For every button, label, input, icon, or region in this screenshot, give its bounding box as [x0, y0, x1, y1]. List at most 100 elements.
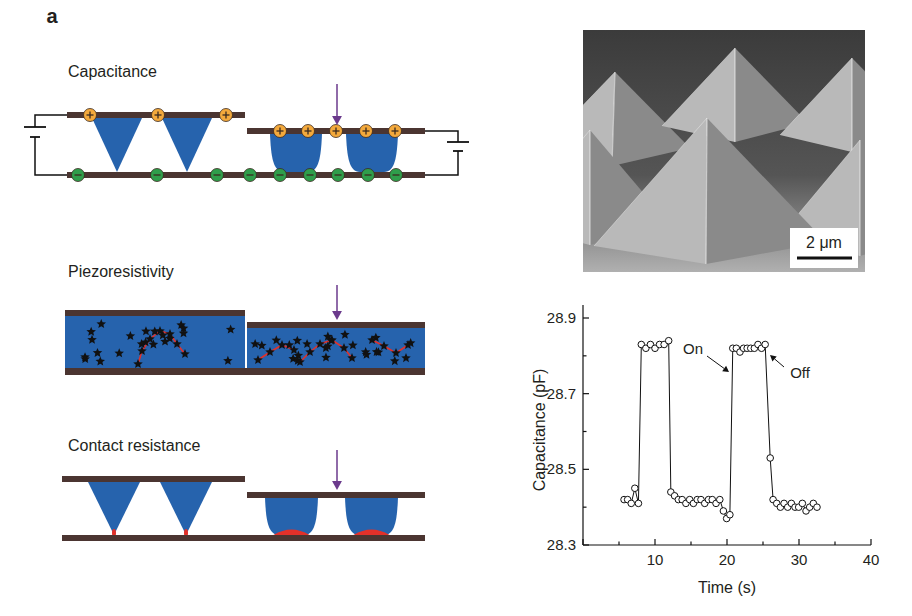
charge-sign	[214, 174, 221, 175]
negative-charge	[390, 169, 403, 182]
data-point	[727, 511, 734, 518]
data-point	[635, 500, 642, 507]
data-point	[628, 500, 635, 507]
data-point	[767, 455, 774, 462]
filler-particle	[114, 348, 124, 357]
filler-particle	[315, 339, 325, 348]
pyramid-edge	[706, 118, 707, 264]
micro-pyramid	[780, 58, 852, 152]
negative-charge	[72, 169, 85, 182]
filler-particle	[265, 347, 275, 356]
axis-tick-label: 28.3	[547, 537, 576, 554]
pyramid	[162, 118, 212, 172]
axis-title: Capacitance (pF)	[531, 369, 549, 492]
section-title: Capacitance	[68, 63, 157, 81]
negative-charge	[362, 169, 375, 182]
pyramid-edge	[612, 72, 615, 166]
data-point	[720, 508, 727, 515]
contact-area	[354, 530, 390, 536]
scale-bar-box	[790, 228, 858, 268]
data-point	[665, 337, 672, 344]
negative-charge	[151, 169, 164, 182]
filler-particle	[87, 335, 97, 344]
y-tick	[583, 355, 587, 356]
negative-charge	[332, 169, 345, 182]
filler-particle	[145, 334, 155, 343]
pressure-arrow-head	[332, 311, 342, 320]
y-tick	[583, 431, 587, 432]
charge-sign	[335, 128, 336, 135]
positive-charge	[84, 109, 97, 122]
pyramid	[92, 118, 142, 172]
filler-particle	[179, 328, 189, 337]
filler-particle	[180, 349, 190, 358]
annotation-arrow	[775, 359, 784, 367]
positive-charge	[389, 125, 402, 138]
y-tick	[583, 469, 589, 470]
pyramid-edge	[780, 58, 852, 135]
axis-tick-label: 10	[647, 552, 664, 569]
section-title: Contact resistance	[68, 437, 201, 455]
filler-particle	[348, 340, 358, 349]
data-point	[799, 500, 806, 507]
negative-charge	[304, 169, 317, 182]
filler-particle	[253, 355, 263, 364]
annotation: Off	[790, 365, 810, 382]
charge-sign	[89, 112, 90, 119]
filler-particle	[223, 356, 233, 365]
charge-sign	[247, 174, 254, 175]
pyramid-edge	[734, 48, 735, 142]
axis-title: Time (s)	[698, 579, 756, 597]
composite	[65, 316, 245, 368]
pyramid	[88, 482, 140, 535]
axis-tick-label: 30	[791, 552, 808, 569]
filler-particle	[172, 339, 182, 348]
deformed-pyramid	[345, 498, 398, 535]
section-title: Piezoresistivity	[68, 263, 174, 281]
positive-charge	[330, 125, 343, 138]
conduction-path	[300, 340, 352, 362]
filler-particle	[277, 340, 287, 349]
filler-particle	[339, 343, 349, 352]
charge-sign	[335, 174, 342, 175]
charge-sign	[365, 174, 372, 175]
electrode	[65, 368, 425, 375]
circuit-wire	[35, 115, 67, 175]
sem-background	[583, 30, 865, 272]
y-tick	[583, 393, 589, 394]
piezoresistive-schematic	[65, 285, 425, 375]
filler-particle	[257, 341, 267, 350]
electrode	[247, 322, 425, 328]
charge-sign	[307, 174, 314, 175]
battery-symbol	[24, 126, 46, 128]
y-tick	[583, 507, 587, 508]
battery-symbol	[447, 141, 469, 143]
electrode	[62, 535, 425, 541]
capacitance-chart	[583, 305, 871, 545]
deformed-pyramid	[346, 134, 398, 172]
positive-charge	[360, 125, 373, 138]
pressure-arrow	[336, 285, 338, 311]
filler-particle	[289, 345, 299, 354]
charge-sign	[365, 128, 366, 135]
charge-sign	[277, 174, 284, 175]
filler-particle	[86, 327, 96, 336]
negative-charge	[211, 169, 224, 182]
filler-particle	[401, 353, 411, 362]
scale-bar	[797, 257, 852, 260]
data-point	[814, 504, 821, 511]
charge-sign	[307, 128, 308, 135]
pressure-arrow-head	[332, 481, 342, 490]
x-tick	[726, 539, 727, 545]
pressure-arrow	[336, 84, 338, 116]
filler-particle	[126, 331, 136, 340]
filler-particle	[327, 335, 337, 344]
battery-symbol	[453, 150, 463, 152]
filler-particle	[391, 348, 401, 357]
charge-sign	[225, 112, 226, 119]
positive-charge	[302, 125, 315, 138]
conduction-path	[138, 331, 185, 364]
charge-sign	[279, 128, 280, 135]
filler-particle	[137, 346, 147, 355]
contact-area	[274, 530, 310, 536]
